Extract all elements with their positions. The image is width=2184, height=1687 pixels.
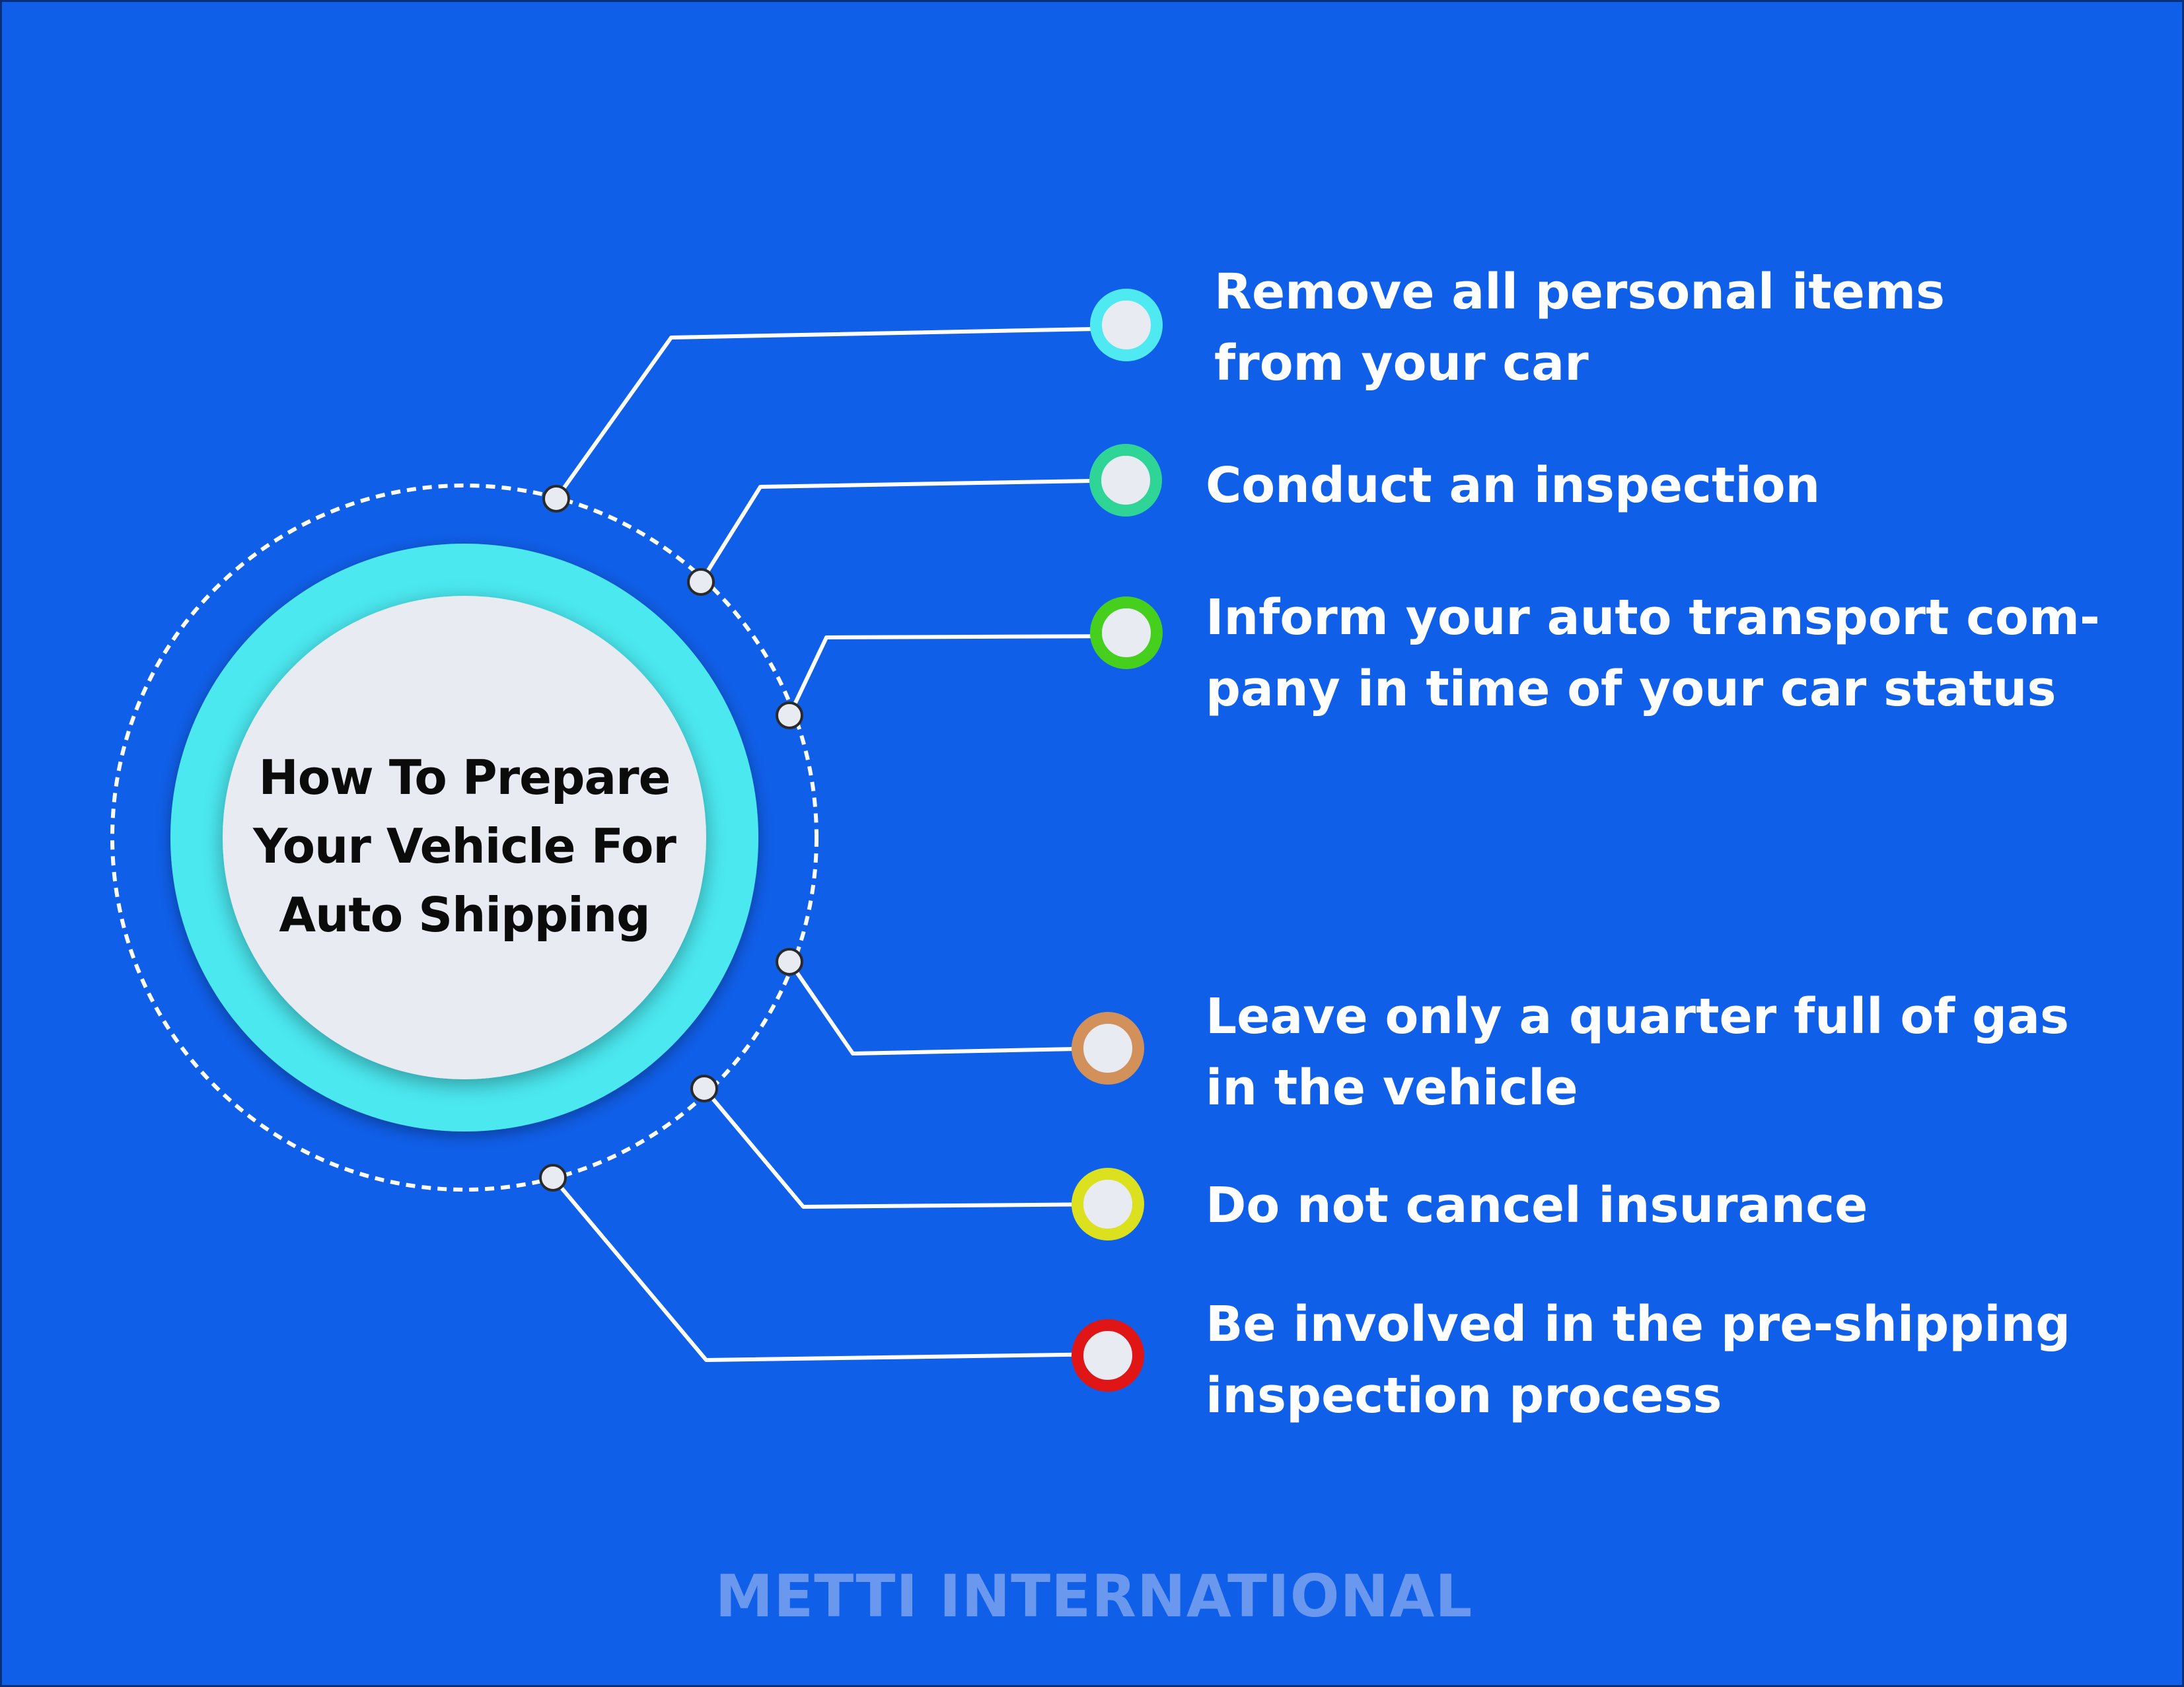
item-label-3: Inform your auto transport com- pany in … — [1206, 582, 2100, 725]
connector-3 — [787, 634, 1127, 717]
orbit-nodes — [539, 485, 803, 1192]
item-label-5: Do not cancel insurance — [1206, 1170, 1868, 1241]
item-6-line-1: Be involved in the pre-shipping — [1206, 1296, 2071, 1353]
item-1-line-2: from your car — [1214, 335, 1589, 392]
item-marker-3 — [1090, 596, 1163, 669]
orbit-node-3 — [776, 701, 803, 729]
item-2-line-1: Conduct an inspection — [1206, 457, 1821, 514]
item-marker-5 — [1072, 1168, 1144, 1240]
center-title-line-1: How To Prepare — [258, 750, 671, 805]
item-1-line-1: Remove all personal items — [1214, 264, 1946, 320]
item-4-line-1: Leave only a quarter full of gas — [1206, 988, 2070, 1045]
connectors — [551, 326, 1127, 1362]
dashed-orbit — [110, 484, 819, 1192]
connector-5 — [702, 1087, 1109, 1209]
item-marker-6 — [1072, 1319, 1144, 1392]
footer-brand: METTI INTERNATIONAL — [715, 1562, 1473, 1630]
item-label-6: Be involved in the pre-shipping inspecti… — [1206, 1289, 2070, 1431]
item-4-line-2: in the vehicle — [1206, 1059, 1578, 1116]
center-title: How To Prepare Your Vehicle For Auto Shi… — [220, 743, 709, 949]
orbit-node-6 — [539, 1164, 567, 1192]
orbit-node-1 — [542, 485, 570, 513]
item-3-line-1: Inform your auto transport com- — [1206, 589, 2100, 646]
orbit-node-5 — [690, 1075, 718, 1102]
item-5-line-1: Do not cancel insurance — [1206, 1177, 1868, 1234]
item-markers — [1072, 289, 1163, 1392]
item-3-line-2: pany in time of your car status — [1206, 661, 2057, 717]
connector-1 — [554, 326, 1127, 500]
item-label-4: Leave only a quarter full of gas in the … — [1206, 981, 2069, 1124]
item-marker-2 — [1089, 444, 1162, 517]
item-label-2: Conduct an inspection — [1206, 450, 1820, 521]
item-label-1: Remove all personal items from your car — [1214, 256, 1945, 399]
orbit-node-4 — [776, 948, 803, 976]
connector-4 — [787, 960, 1109, 1056]
item-6-line-2: inspection process — [1206, 1367, 1722, 1424]
orbit-node-2 — [687, 568, 715, 596]
item-marker-1 — [1090, 289, 1163, 361]
center-title-line-2: Your Vehicle For — [253, 818, 676, 874]
center-title-line-3: Auto Shipping — [279, 887, 650, 943]
item-marker-4 — [1072, 1012, 1144, 1085]
connector-2 — [699, 478, 1126, 583]
center-disc — [223, 596, 706, 1079]
connector-6 — [551, 1176, 1109, 1362]
